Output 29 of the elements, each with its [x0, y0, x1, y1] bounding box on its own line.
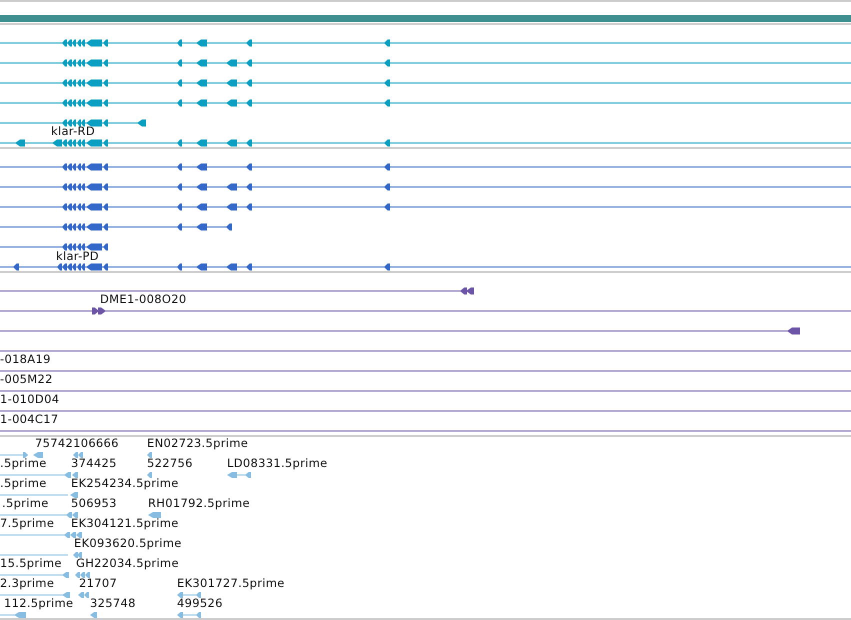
feature-label: 374425	[71, 457, 117, 470]
feature-label: EK301727.5prime	[177, 577, 285, 590]
feature-label: GH22034.5prime	[76, 557, 179, 570]
feature-label: 1-010D04	[0, 393, 60, 406]
feature-label: RH01792.5prime	[148, 497, 250, 510]
feature-label: EN02723.5prime	[147, 437, 248, 450]
feature-label: -018A19	[0, 353, 51, 366]
feature-label: .5prime	[2, 497, 49, 510]
feature-label: 75742106666	[35, 437, 119, 450]
feature-label: 506953	[71, 497, 117, 510]
feature-label: DME1-008O20	[100, 293, 186, 306]
feature-label: EK254234.5prime	[71, 477, 179, 490]
feature-label: 15.5prime	[0, 557, 62, 570]
feature-label: LD08331.5prime	[227, 457, 328, 470]
feature-label: EK093620.5prime	[74, 537, 182, 550]
feature-label: klar-PD	[56, 250, 99, 263]
feature-label: .5prime	[0, 477, 47, 490]
feature-label: -005M22	[0, 373, 53, 386]
feature-label: klar-RD	[51, 125, 95, 138]
feature-label: 7.5prime	[0, 517, 54, 530]
feature-label: 1-004C17	[0, 413, 58, 426]
feature-label: 2.3prime	[0, 577, 54, 590]
feature-label: 325748	[90, 597, 136, 610]
feature-label: 112.5prime	[4, 597, 74, 610]
feature-label: 21707	[79, 577, 118, 590]
feature-label: 499526	[177, 597, 223, 610]
feature-label: .5prime	[0, 457, 47, 470]
feature-label: EK304121.5prime	[71, 517, 179, 530]
feature-label: 522756	[147, 457, 193, 470]
